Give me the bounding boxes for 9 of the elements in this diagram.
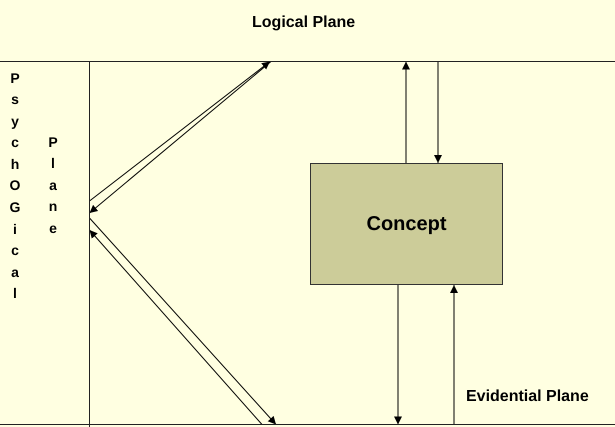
plane-label: PsychOGical	[8, 68, 22, 304]
arrow	[450, 284, 458, 425]
plane-label: Evidential Plane	[466, 388, 589, 406]
plane-label: Logical Plane	[252, 14, 356, 32]
arrow	[434, 61, 442, 164]
plane-label: Plane	[47, 132, 59, 238]
concept-box: Concept	[310, 163, 503, 285]
arrow	[394, 284, 402, 425]
arrow	[402, 61, 410, 164]
